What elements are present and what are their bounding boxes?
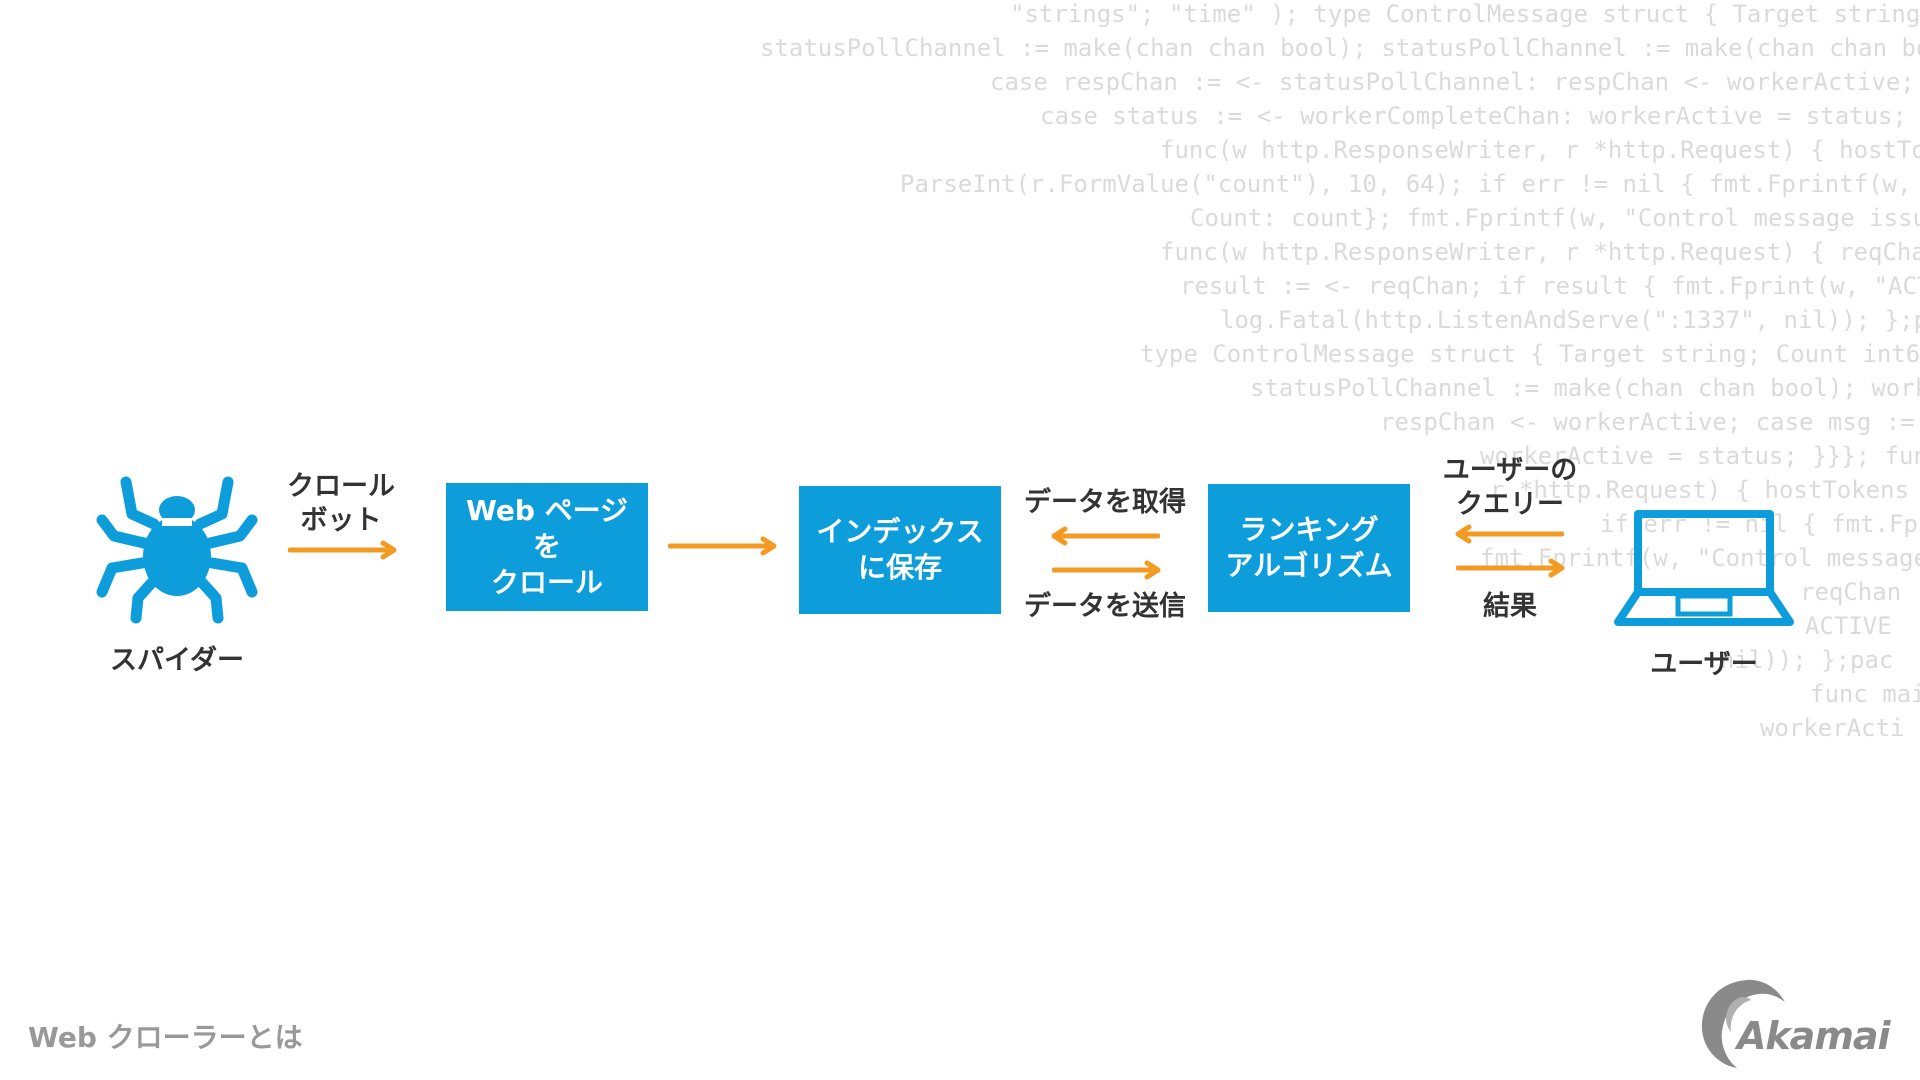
akamai-logo: Akamai [1693, 974, 1893, 1070]
index-storage-box: インデックス に保存 [799, 486, 1001, 614]
arrow-right-icon [668, 536, 777, 556]
user-label: ユーザー [1650, 649, 1758, 680]
fetch-data-label: データを取得 [1024, 487, 1186, 518]
arrow-left-icon [1051, 526, 1160, 546]
crawl-pages-line-1: Web ページを [465, 494, 629, 563]
crawl-bot-line-2: ボット [300, 505, 382, 536]
index-storage-line-1: インデックス [816, 515, 984, 548]
user-query-label: ユーザーの クエリー [1430, 454, 1590, 522]
ranking-algorithm-box: ランキング アルゴリズム [1208, 484, 1410, 612]
crawl-bot-label: クロール ボット [276, 470, 406, 538]
spider-label: スパイダー [110, 645, 244, 676]
crawl-pages-line-2: クロール [490, 566, 603, 599]
page-title: Web クローラーとは [28, 1021, 303, 1054]
akamai-logo-icon [1701, 979, 1785, 1068]
send-data-label: データを送信 [1024, 591, 1186, 622]
index-storage-line-2: に保存 [857, 551, 942, 584]
arrow-right-icon [288, 540, 397, 560]
ranking-line-1: ランキング [1239, 513, 1379, 546]
results-label: 結果 [1483, 591, 1537, 622]
user-query-line-1: ユーザーの [1442, 455, 1578, 486]
crawl-pages-box: Web ページを クロール [446, 483, 648, 611]
arrow-right-icon [1456, 558, 1565, 578]
arrow-right-icon [1052, 560, 1161, 580]
spider-icon [96, 476, 258, 624]
crawl-bot-line-1: クロール [287, 471, 395, 502]
ranking-line-2: アルゴリズム [1225, 549, 1393, 582]
user-query-line-2: クエリー [1456, 489, 1564, 520]
arrow-left-icon [1455, 524, 1564, 544]
akamai-logo-text: Akamai [1737, 1014, 1891, 1058]
laptop-icon [1614, 510, 1794, 626]
